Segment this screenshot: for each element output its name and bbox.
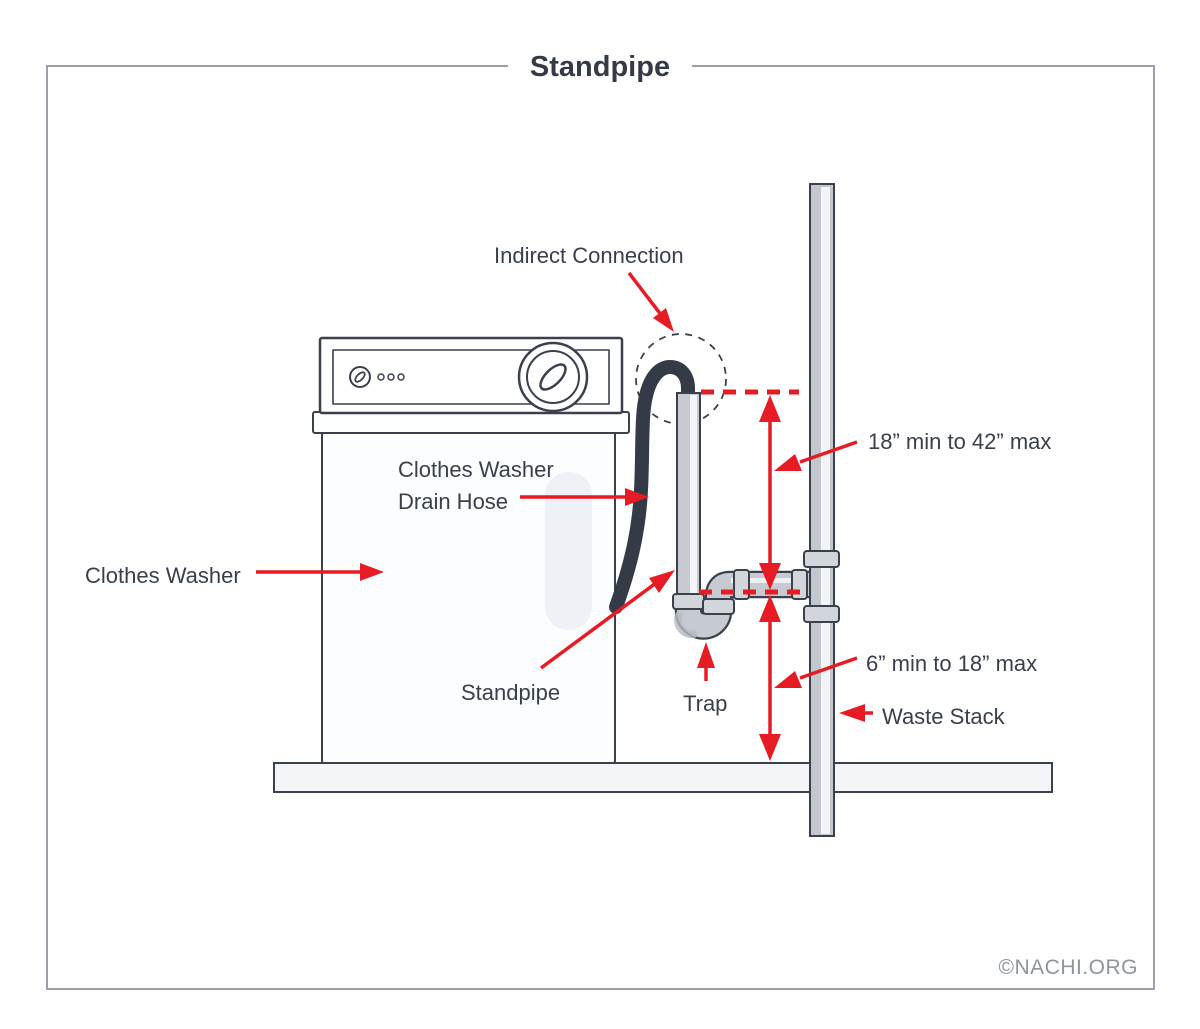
label-drain-hose-line2: Drain Hose [398,488,509,514]
label-waste-stack: Waste Stack [882,704,1005,729]
washer-door-panel [545,472,592,630]
clothes-washer-arrow [256,563,384,581]
label-trap-height: 6” min to 18” max [866,651,1038,676]
page-title: Standpipe [507,53,693,82]
drain-hose [609,359,695,614]
washer-top-ledge [312,411,630,434]
waste-stack-arrow [839,704,873,722]
stack-coupling-upper [803,550,840,568]
clothes-washer-illustration [312,336,630,764]
small-knob-icon [349,366,371,388]
indicator-dots [377,373,405,381]
standpipe-height-arrow [774,440,858,471]
standpipe-pipe [676,392,701,598]
arm-coupling-right [791,569,808,600]
floor [273,762,1053,793]
label-trap: Trap [683,691,728,716]
standpipe-arrow [539,570,675,670]
trap-arrow [697,642,715,681]
credit-text: ©NACHI.ORG [998,956,1138,979]
drain-hose-arrow [520,488,649,506]
label-clothes-washer: Clothes Washer [85,563,241,588]
dimension-line-lower [759,595,781,761]
red-annotations [256,271,873,761]
title-row: Standpipe [0,53,1200,82]
label-drain-hose: Clothes Washer Drain Hose [398,454,554,518]
label-indirect-connection: Indirect Connection [494,243,684,268]
trap-nut-left [672,593,705,610]
dial-knob-icon [517,341,589,413]
label-standpipe: Standpipe [461,680,561,705]
trap-height-arrow [774,656,858,688]
label-drain-hose-line1: Clothes Washer [398,457,554,482]
waste-stack-pipe [809,183,835,837]
dimension-line-upper [759,395,781,590]
arm-coupling-left [733,569,750,600]
trap-nut-right [702,598,735,615]
indirect-connection-arrow [627,271,674,332]
label-standpipe-height: 18” min to 42” max [868,429,1052,454]
stack-coupling-lower [803,605,840,623]
